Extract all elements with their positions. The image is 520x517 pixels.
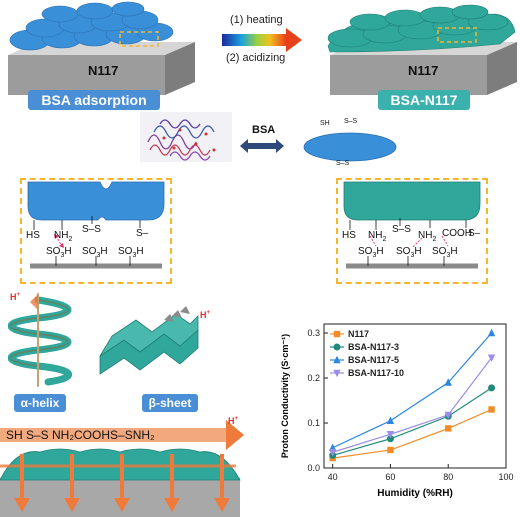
x-tick-label: 40 bbox=[328, 472, 338, 482]
right-so3h-2: SO3H bbox=[396, 246, 422, 259]
process-arrow bbox=[222, 28, 302, 52]
data-point bbox=[487, 354, 496, 362]
top-illustration bbox=[8, 1, 517, 95]
legend-marker bbox=[333, 343, 341, 351]
data-point bbox=[445, 425, 452, 432]
bsa-protein-structure bbox=[140, 112, 232, 162]
data-point bbox=[488, 384, 496, 392]
left-so3h-3: SO3H bbox=[118, 246, 144, 259]
series-line-2 bbox=[332, 332, 493, 449]
caption-bsa-n117: BSA-N117 bbox=[378, 90, 470, 110]
data-point bbox=[444, 378, 452, 386]
right-nh2-b: NH2 bbox=[418, 230, 437, 243]
series-line-0 bbox=[332, 408, 492, 459]
slab-label-right: N117 bbox=[408, 63, 439, 78]
legend-label: BSA-N117-3 bbox=[348, 342, 399, 352]
right-s-dash: S– bbox=[468, 228, 481, 239]
legend-label: BSA-N117-5 bbox=[348, 355, 399, 365]
legend-label: N117 bbox=[348, 329, 369, 339]
channel-proton-label: H+ bbox=[228, 416, 239, 426]
right-so3h-3: SO3H bbox=[432, 246, 458, 259]
sheet-proton-label: H+ bbox=[200, 310, 211, 320]
y-axis-label: Proton Conductivity (S·cm⁻¹) bbox=[280, 334, 290, 458]
left-nh: NH2 bbox=[54, 230, 73, 243]
left-hs: HS bbox=[26, 230, 40, 241]
data-point bbox=[387, 446, 394, 454]
process-step-2: (2) acidizing bbox=[226, 52, 286, 64]
bsa-ellipse-model bbox=[303, 132, 397, 162]
legend-label: BSA-N117-10 bbox=[348, 368, 404, 378]
interaction-panel-right bbox=[336, 178, 488, 284]
series-line-3 bbox=[332, 357, 493, 453]
panel-right-graphic bbox=[343, 181, 481, 269]
ellipse-label-ss-top: S–S bbox=[344, 118, 358, 125]
process-step-1: (1) heating bbox=[230, 14, 283, 26]
legend-marker bbox=[333, 330, 341, 338]
panel-left-graphic bbox=[27, 181, 165, 269]
left-ss: S–S bbox=[82, 224, 101, 235]
highlight-box-left bbox=[119, 31, 159, 47]
data-point bbox=[386, 435, 394, 443]
y-tick-label: 0.1 bbox=[307, 418, 320, 428]
right-ss: S–S bbox=[392, 224, 411, 235]
x-tick-label: 80 bbox=[443, 472, 453, 482]
right-cooh: COOH bbox=[442, 228, 472, 239]
legend-marker bbox=[333, 369, 341, 378]
bsa-layer-right bbox=[327, 4, 516, 53]
left-so3h-1: SO3H bbox=[46, 246, 72, 259]
interaction-panel-left bbox=[20, 178, 172, 284]
alpha-helix-illustration bbox=[8, 293, 73, 387]
ellipse-label-sh: SH bbox=[320, 120, 330, 127]
helix-proton-label: H+ bbox=[10, 292, 21, 302]
data-point bbox=[488, 406, 495, 413]
highlight-box-right bbox=[437, 27, 477, 43]
left-so3h-2: SO3H bbox=[82, 246, 108, 259]
caption-beta-sheet: β-sheet bbox=[142, 394, 198, 412]
right-so3h-1: SO3H bbox=[358, 246, 384, 259]
right-nh2: NH2 bbox=[368, 230, 387, 243]
y-tick-label: 0.2 bbox=[307, 373, 320, 383]
proton-channel-illustration bbox=[0, 420, 244, 517]
caption-alpha-helix: α-helix bbox=[14, 394, 66, 412]
data-point bbox=[386, 431, 395, 439]
beta-sheet-illustration bbox=[99, 306, 199, 375]
x-tick-label: 100 bbox=[498, 472, 513, 482]
y-tick-label: 0.3 bbox=[307, 328, 320, 338]
left-s-dash: S– bbox=[136, 228, 149, 239]
bsa-label: BSA bbox=[252, 124, 276, 136]
x-tick-label: 60 bbox=[385, 472, 395, 482]
bsa-molecules-left bbox=[9, 1, 174, 51]
caption-bsa-adsorption: BSA adsorption bbox=[28, 90, 160, 110]
data-point bbox=[487, 328, 496, 337]
slab-label-left: N117 bbox=[88, 63, 119, 78]
series-line-1 bbox=[332, 387, 492, 456]
plot-frame bbox=[323, 323, 507, 469]
data-point bbox=[328, 449, 337, 457]
double-arrow bbox=[240, 139, 284, 153]
data-point bbox=[386, 416, 395, 424]
legend-marker bbox=[333, 355, 341, 364]
data-point bbox=[444, 411, 452, 420]
x-axis-label: Humidity (%RH) bbox=[377, 488, 453, 499]
channel-groups-text: SH S–S NH₂COOHS–SNH₂ bbox=[6, 428, 155, 442]
ellipse-label-ss-bottom: S–S bbox=[336, 160, 350, 167]
y-tick-label: 0.0 bbox=[307, 463, 320, 473]
right-hs: HS bbox=[342, 230, 356, 241]
